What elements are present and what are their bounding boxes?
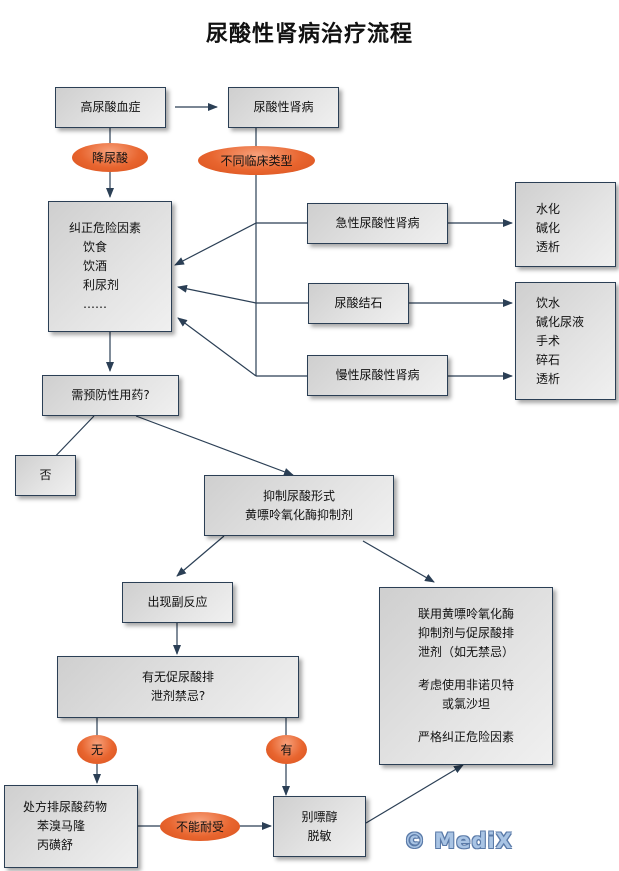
label-has: 有 — [266, 735, 307, 764]
risk-item: 利尿剂 — [83, 278, 120, 292]
node-uricosuric: 处方排尿酸药物 苯溴马隆 丙磺舒 — [4, 785, 138, 868]
watermark-logo: © MediX — [404, 829, 513, 853]
arrow-inhibit-to-combo — [362, 540, 435, 583]
node-risk-factors: 纠正危险因素 饮食 饮酒 利尿剂 …… — [48, 201, 172, 332]
node-side-effects: 出现副反应 — [122, 582, 233, 623]
risk-heading: 纠正危险因素 — [69, 221, 142, 235]
arrow-chronic-to-risk — [177, 317, 257, 377]
node-label: 高尿酸血症 — [80, 100, 141, 114]
node-need-prophylaxis: 需预防性用药? — [42, 375, 179, 416]
node-contraindication: 有无促尿酸排 泄剂禁忌? — [57, 656, 299, 718]
risk-item: 饮酒 — [83, 259, 108, 273]
label-intolerant: 不能耐受 — [160, 812, 240, 841]
arrow-inhibit-to-side — [176, 535, 225, 577]
arrow-need-to-inhibit — [135, 415, 294, 476]
node-acute-treatment: 水化 碱化 透析 — [515, 182, 616, 267]
label-none: 无 — [77, 735, 117, 764]
risk-item: 饮食 — [83, 240, 108, 254]
node-label: 尿酸性肾病 — [253, 100, 314, 114]
arrow-allo-to-combo — [365, 764, 464, 824]
risk-item: …… — [83, 297, 107, 311]
arrow-stone-to-risk — [177, 284, 257, 304]
node-acute: 急性尿酸性肾病 — [307, 203, 448, 244]
label-lower-uric: 降尿酸 — [72, 143, 148, 172]
node-no: 否 — [15, 455, 76, 496]
node-combo-therapy: 联用黄嘌呤氧化酶 抑制剂与促尿酸排 泄剂（如无禁忌） 考虑使用非诺贝特 或氯沙坦… — [379, 587, 553, 765]
label-clinical-types: 不同临床类型 — [198, 146, 315, 175]
node-stone: 尿酸结石 — [308, 283, 409, 324]
arrow-acute-to-risk — [174, 222, 257, 266]
node-inhibit-formation: 抑制尿酸形式 黄嘌呤氧化酶抑制剂 — [204, 475, 394, 536]
page-title: 尿酸性肾病治疗流程 — [205, 21, 413, 47]
node-stone-treatment: 饮水 碱化尿液 手术 碎石 透析 — [515, 282, 616, 400]
node-hyperuricemia: 高尿酸血症 — [55, 87, 166, 128]
node-chronic: 慢性尿酸性肾病 — [307, 355, 448, 396]
node-uric-nephropathy: 尿酸性肾病 — [228, 87, 339, 128]
node-allopurinol: 别嘌醇 脱敏 — [273, 796, 366, 857]
